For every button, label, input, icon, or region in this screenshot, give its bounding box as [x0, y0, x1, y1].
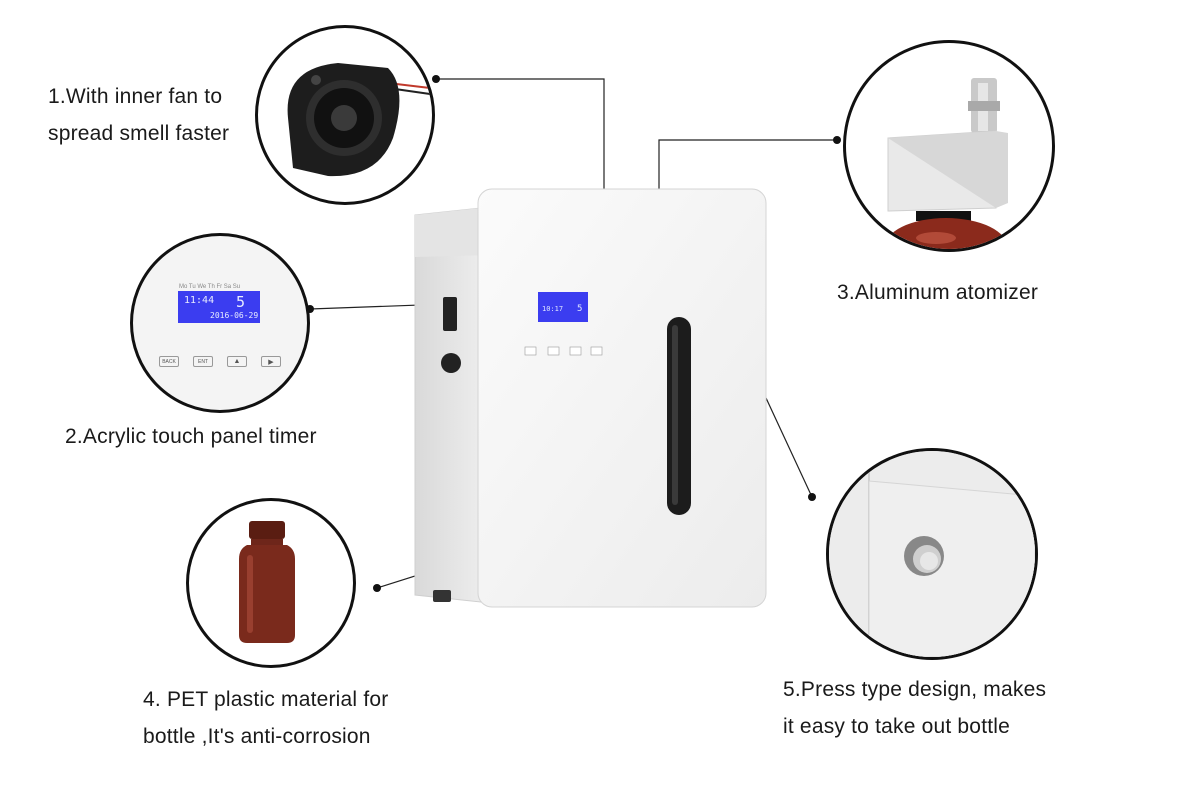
fan-dot [432, 75, 440, 83]
bottle-caption-line1: 4. PET plastic material for [143, 688, 389, 711]
up-button[interactable]: ▲ [227, 356, 247, 367]
foot [433, 590, 451, 602]
bottle-caption-line2: bottle ,It's anti-corrosion [143, 725, 371, 748]
device-lcd [538, 292, 588, 322]
timer-lcd: 11:44 5 2016-06-29 [178, 291, 260, 323]
lcd-level: 5 [236, 293, 246, 311]
svg-text:10:17: 10:17 [542, 305, 563, 313]
ent-button[interactable]: ENT [193, 356, 213, 367]
bottle-caption: 4. PET plastic material for bottle ,It's… [143, 681, 388, 755]
power-socket [441, 353, 461, 373]
press-dot [808, 493, 816, 501]
atomizer-caption-line1: 3.Aluminum atomizer [837, 281, 1039, 304]
front-panel [477, 188, 767, 608]
atomizer-connector [658, 139, 837, 206]
timer-detail-circle: Mo Tu We Th Fr Sa Su 11:44 5 2016-06-29 … [130, 233, 310, 413]
fan-detail-circle [255, 25, 435, 205]
timer-caption: 2.Acrylic touch panel timer [65, 418, 317, 455]
bottle-window [667, 317, 691, 515]
diffuser-device: 10:17 5 [414, 188, 767, 608]
fan-caption-line1: 1.With inner fan to [48, 85, 223, 108]
press-caption-line2: it easy to take out bottle [783, 715, 1011, 738]
fan-caption: 1.With inner fan to spread smell faster [48, 78, 229, 152]
press-caption: 5.Press type design, makes it easy to ta… [783, 671, 1046, 745]
back-button[interactable]: BACK [159, 356, 179, 367]
lcd-time: 11:44 [184, 295, 215, 306]
bottle-dot [373, 584, 381, 592]
fan-caption-line2: spread smell faster [48, 122, 230, 145]
power-switch [443, 297, 457, 331]
lcd-weekdays: Mo Tu We Th Fr Sa Su [179, 284, 241, 290]
atomizer-dot [833, 136, 841, 144]
bottle-detail-circle [186, 498, 356, 668]
press-detail-circle [826, 448, 1038, 660]
timer-caption-line1: 2.Acrylic touch panel timer [65, 425, 317, 448]
atomizer-detail-circle [843, 40, 1055, 252]
fan-connector [436, 78, 605, 203]
atomizer-caption: 3.Aluminum atomizer [837, 274, 1038, 311]
press-caption-line1: 5.Press type design, makes [783, 678, 1047, 701]
right-button[interactable]: ▶ [261, 356, 281, 367]
lcd-date: 2016-06-29 [210, 311, 259, 320]
svg-text:5: 5 [577, 304, 582, 314]
